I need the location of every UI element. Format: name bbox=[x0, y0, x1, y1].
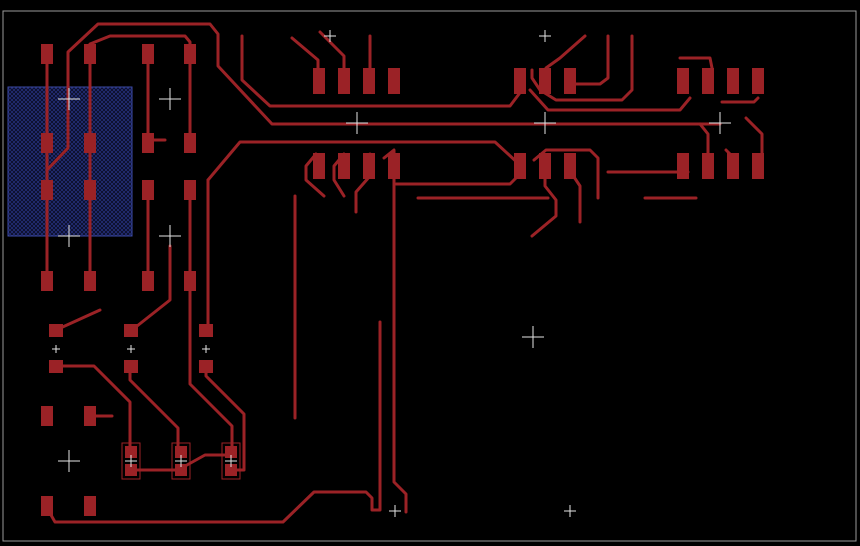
keepout-region bbox=[7, 86, 133, 237]
origin-markers bbox=[52, 30, 731, 517]
board-outline bbox=[2, 10, 857, 542]
smd-pads bbox=[41, 44, 764, 516]
copper-traces bbox=[45, 22, 764, 524]
